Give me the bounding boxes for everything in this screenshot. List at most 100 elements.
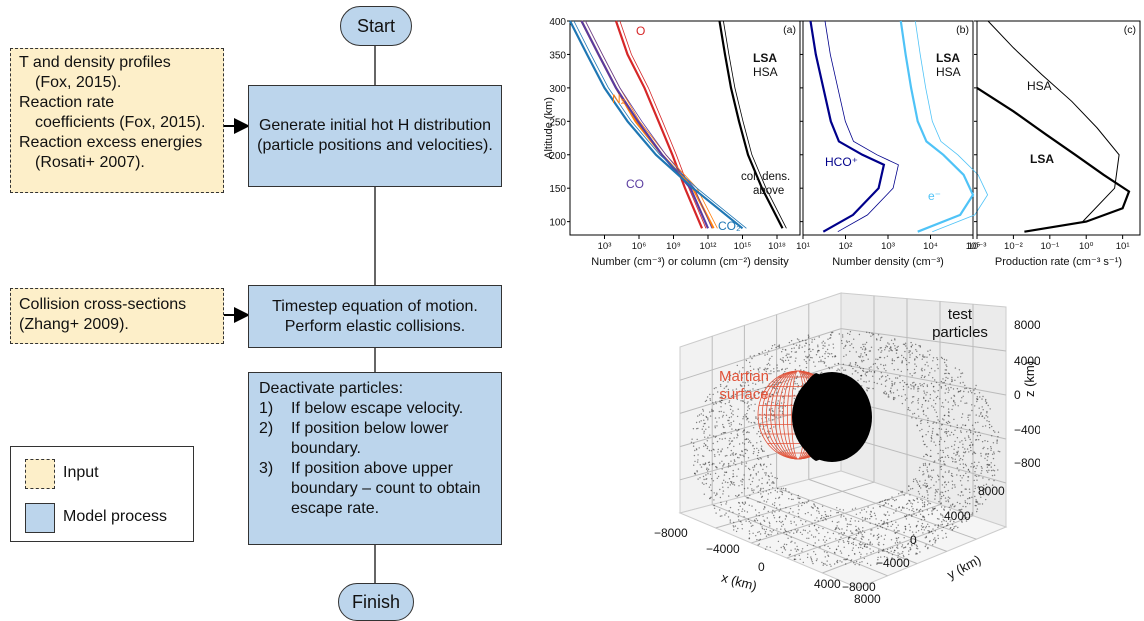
particle — [961, 491, 963, 493]
particle — [751, 357, 753, 360]
label-above: above — [753, 185, 784, 197]
particle — [719, 515, 722, 517]
particle — [773, 426, 775, 428]
particle — [930, 440, 932, 442]
particle — [745, 520, 747, 522]
particle — [703, 445, 705, 447]
particle — [767, 362, 770, 365]
particle — [877, 559, 879, 561]
particle — [912, 382, 914, 384]
particle — [881, 375, 884, 377]
particle — [820, 360, 822, 363]
particle — [743, 443, 746, 445]
particle — [961, 477, 963, 479]
particle — [911, 396, 914, 398]
particle — [766, 546, 768, 548]
particle — [949, 520, 951, 523]
y-tick-label: 4000 — [944, 509, 971, 523]
particle — [980, 452, 982, 455]
particle — [748, 421, 750, 423]
particle — [974, 431, 976, 433]
particle — [949, 509, 951, 511]
particle — [927, 500, 929, 502]
particle — [861, 359, 863, 362]
particle — [883, 368, 885, 370]
particle — [838, 533, 840, 535]
particle — [853, 562, 855, 564]
x-axis-label: Number density (cm⁻³) — [832, 256, 944, 268]
particle — [988, 469, 990, 471]
particle — [927, 350, 929, 352]
particle — [733, 484, 736, 486]
particle — [811, 339, 813, 341]
particle — [854, 563, 856, 566]
particle — [901, 552, 903, 555]
particle — [908, 489, 910, 492]
particle — [894, 345, 896, 347]
particle — [932, 377, 934, 379]
particle — [748, 408, 751, 410]
particle — [908, 550, 910, 552]
particle — [930, 487, 932, 489]
particle — [948, 421, 951, 424]
particle — [755, 417, 757, 419]
particle — [755, 472, 757, 475]
x-tick-label: 10¹ — [796, 241, 810, 252]
particle — [861, 534, 863, 536]
particle — [941, 491, 944, 494]
particle — [733, 459, 736, 461]
particle — [969, 414, 971, 416]
particle — [841, 367, 843, 369]
particle — [942, 449, 944, 452]
particle — [732, 476, 734, 478]
particle — [901, 490, 903, 493]
particle — [733, 521, 735, 524]
particle — [822, 527, 824, 530]
y-tick-label: −8000 — [842, 580, 876, 594]
particle — [797, 384, 800, 387]
particle — [759, 501, 761, 503]
particle — [751, 488, 753, 490]
particle — [750, 422, 752, 424]
particle — [732, 483, 734, 485]
particle — [908, 513, 910, 516]
particle — [785, 354, 787, 357]
particle — [883, 520, 885, 523]
particle — [821, 505, 824, 507]
particle — [915, 544, 918, 546]
particle — [719, 438, 721, 440]
particle — [716, 425, 718, 427]
particle — [768, 418, 770, 420]
particle — [939, 398, 941, 400]
particle — [748, 530, 751, 532]
particle — [879, 501, 882, 503]
particle — [896, 538, 898, 540]
grid-line — [840, 363, 1007, 396]
particle — [756, 539, 758, 541]
particle — [742, 431, 744, 433]
particle — [702, 410, 705, 412]
particle — [709, 473, 712, 475]
particle — [805, 366, 808, 369]
particle — [871, 332, 873, 334]
particle — [764, 387, 766, 389]
particle — [878, 549, 880, 551]
particle — [824, 563, 826, 565]
particle — [741, 463, 743, 465]
particle — [865, 511, 868, 513]
particle — [822, 564, 824, 566]
particle — [836, 521, 838, 524]
particle — [779, 358, 782, 360]
particle — [779, 504, 781, 506]
x-tick-label: 10⁴ — [923, 241, 938, 252]
particle — [824, 536, 826, 538]
particle — [696, 428, 698, 430]
particle — [759, 489, 761, 492]
particle — [752, 491, 755, 493]
particle — [883, 550, 885, 552]
particle — [921, 502, 924, 504]
particle — [919, 513, 922, 515]
particle — [751, 489, 753, 492]
particle — [928, 425, 930, 427]
particle — [930, 382, 933, 385]
